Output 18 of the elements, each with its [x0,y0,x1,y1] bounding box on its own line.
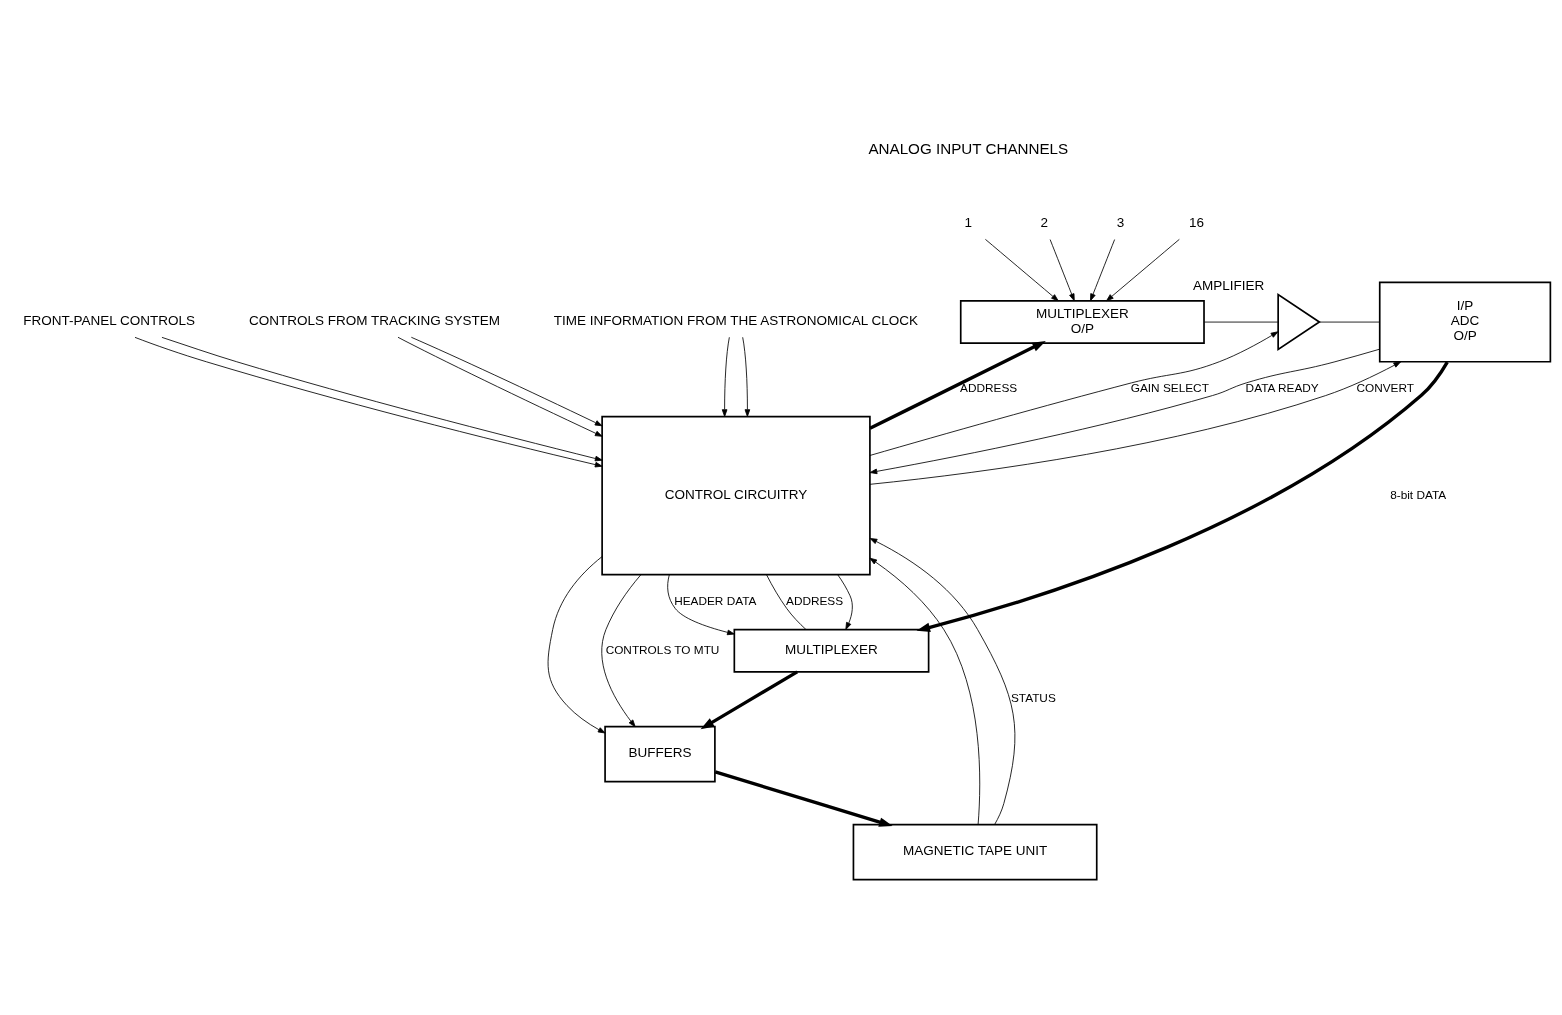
node-text: 3 [1116,215,1125,231]
edge-label: 8-bit DATA [1390,487,1447,502]
node-text: CONTROLS FROM TRACKING SYSTEM [248,313,500,329]
edge-label: DATA READY [1245,381,1319,396]
node-label: AMPLIFIER [1192,278,1265,294]
edge-label: STATUS [1010,691,1056,706]
edge-label: GAIN SELECT [1130,381,1209,396]
edge-label: ADDRESS [960,381,1018,396]
label: ANALOG INPUT CHANNELS [868,140,1069,158]
node-text: FRONT-PANEL CONTROLS [23,313,196,329]
node-text: TIME INFORMATION FROM THE ASTRONOMICAL CLOCK [553,313,919,329]
edge-label: CONTROLS TO MTU [605,642,720,657]
edge-label: HEADER DATA [674,594,757,609]
node-text: 2 [1040,215,1049,231]
node-text: 1 [964,215,973,231]
edge-label: ADDRESS [786,594,844,609]
edge-label: CONVERT [1356,381,1414,396]
node-text: 16 [1188,215,1204,231]
